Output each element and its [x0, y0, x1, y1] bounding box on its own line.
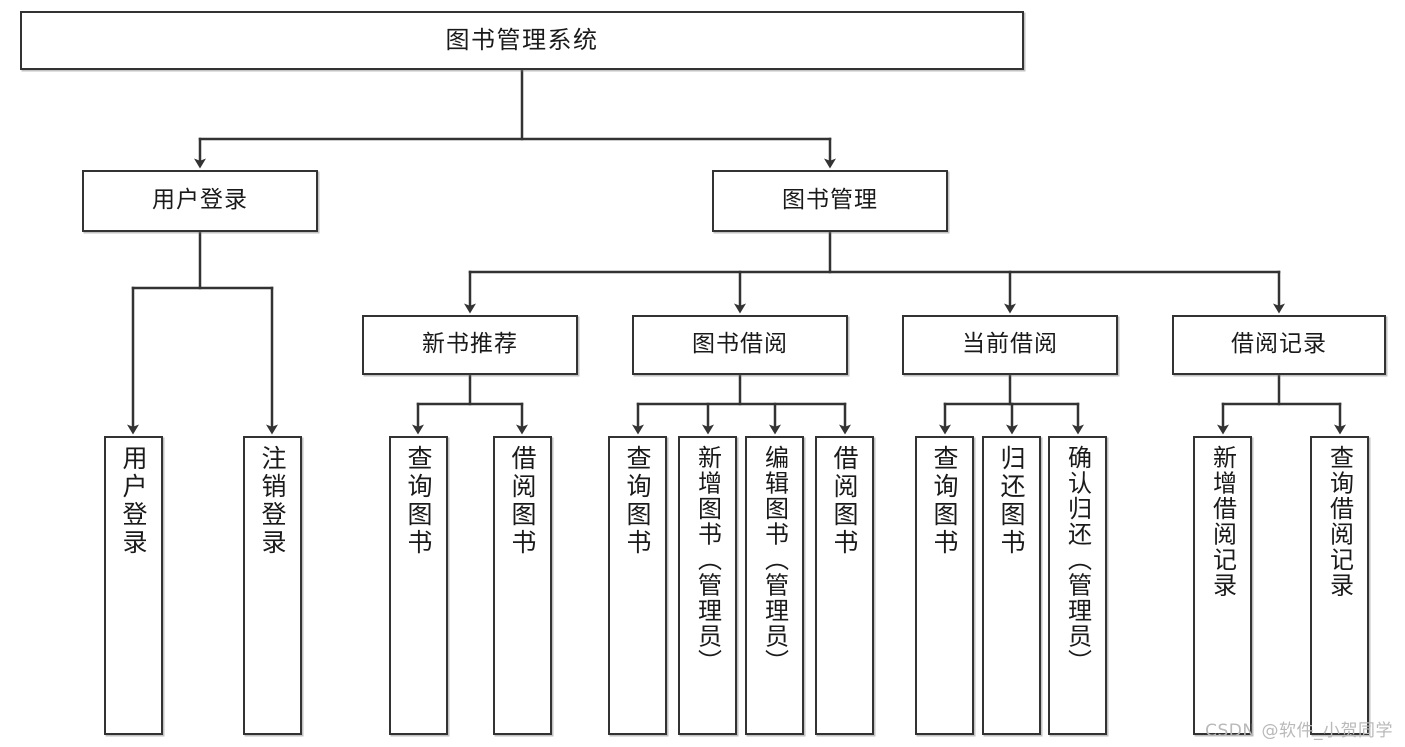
node-leaf-add-book[interactable]: 新增图书（管理员） [678, 436, 737, 735]
node-leaf-user-login-label: 用户登录 [119, 445, 148, 557]
node-root-label: 图书管理系统 [445, 26, 599, 55]
node-leaf-return-book[interactable]: 归还图书 [982, 436, 1041, 735]
node-leaf-edit-book-label: 编辑图书（管理员） [760, 445, 789, 675]
node-leaf-borrow-book-2[interactable]: 借阅图书 [815, 436, 874, 735]
node-leaf-add-book-label: 新增图书（管理员） [693, 445, 722, 675]
node-leaf-query-record-label: 查询借阅记录 [1325, 445, 1354, 598]
node-new-book-rec[interactable]: 新书推荐 [362, 315, 578, 375]
node-book-borrow-label: 图书借阅 [692, 331, 788, 358]
node-leaf-user-logout-label: 注销登录 [258, 445, 287, 557]
node-leaf-add-record[interactable]: 新增借阅记录 [1193, 436, 1252, 735]
node-current-borrow-label: 当前借阅 [962, 331, 1058, 358]
node-book-manage[interactable]: 图书管理 [712, 170, 948, 232]
node-leaf-add-record-label: 新增借阅记录 [1208, 445, 1237, 598]
node-leaf-query-book-2[interactable]: 查询图书 [608, 436, 667, 735]
node-book-manage-label: 图书管理 [782, 187, 878, 214]
node-borrow-record-label: 借阅记录 [1231, 331, 1327, 358]
node-current-borrow[interactable]: 当前借阅 [902, 315, 1118, 375]
node-root[interactable]: 图书管理系统 [20, 11, 1024, 70]
node-leaf-confirm-return-label: 确认归还（管理员） [1063, 445, 1092, 675]
node-borrow-record[interactable]: 借阅记录 [1172, 315, 1386, 375]
node-leaf-borrow-book-1[interactable]: 借阅图书 [493, 436, 552, 735]
node-leaf-query-record[interactable]: 查询借阅记录 [1310, 436, 1369, 735]
node-leaf-query-book-3[interactable]: 查询图书 [915, 436, 974, 735]
node-leaf-borrow-book-1-label: 借阅图书 [508, 445, 537, 557]
node-leaf-query-book-1-label: 查询图书 [404, 445, 433, 557]
csdn-watermark: CSDN @软件_小贺同学 [1205, 721, 1393, 741]
node-user-login[interactable]: 用户登录 [82, 170, 318, 232]
node-leaf-return-book-label: 归还图书 [997, 445, 1026, 557]
node-leaf-query-book-3-label: 查询图书 [930, 445, 959, 557]
node-leaf-edit-book[interactable]: 编辑图书（管理员） [745, 436, 804, 735]
node-leaf-borrow-book-2-label: 借阅图书 [830, 445, 859, 557]
node-user-login-label: 用户登录 [152, 187, 248, 214]
node-leaf-query-book-2-label: 查询图书 [623, 445, 652, 557]
node-leaf-user-login[interactable]: 用户登录 [104, 436, 163, 735]
node-leaf-query-book-1[interactable]: 查询图书 [389, 436, 448, 735]
node-leaf-user-logout[interactable]: 注销登录 [243, 436, 302, 735]
node-book-borrow[interactable]: 图书借阅 [632, 315, 848, 375]
node-leaf-confirm-return[interactable]: 确认归还（管理员） [1048, 436, 1107, 735]
node-new-book-rec-label: 新书推荐 [422, 331, 518, 358]
